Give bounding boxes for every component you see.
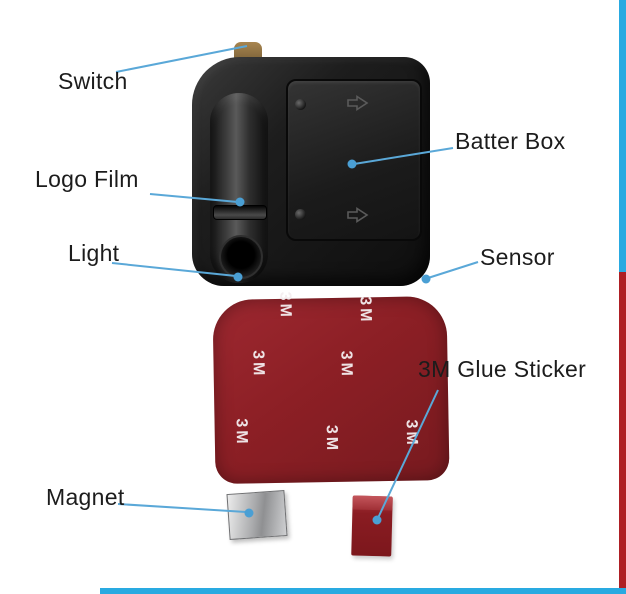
3m-brand-mark: 3M xyxy=(337,350,355,379)
right-arrow-icon xyxy=(347,95,369,111)
label-sensor: Sensor xyxy=(480,244,555,270)
collage-edge-right-blue xyxy=(619,0,626,272)
magnet-block xyxy=(226,490,288,540)
3m-brand-mark: 3M xyxy=(402,419,421,448)
3m-brand-mark: 3M xyxy=(276,291,294,321)
logo-film-slot xyxy=(213,205,267,220)
battery-box-door xyxy=(286,79,422,241)
label-glue-sticker: 3M Glue Sticker xyxy=(418,356,587,382)
projector-lens xyxy=(210,93,268,283)
collage-edge-bottom-blue xyxy=(100,588,626,594)
label-batter-box: Batter Box xyxy=(455,128,566,154)
screw-icon xyxy=(295,209,306,220)
screw-icon xyxy=(295,99,306,110)
3m-brand-mark: 3M xyxy=(356,296,374,325)
label-switch: Switch xyxy=(58,68,128,94)
glue-sticker-sheet: 3M 3M 3M 3M 3M 3M 3M xyxy=(212,292,450,485)
label-logo-film: Logo Film xyxy=(35,166,139,192)
light-aperture xyxy=(219,235,263,279)
collage-edge-right-red xyxy=(619,272,626,594)
label-magnet: Magnet xyxy=(46,484,125,510)
callout-line-sensor xyxy=(427,261,479,279)
small-glue-sticker xyxy=(351,495,393,557)
sticker-tape-edge xyxy=(352,495,393,511)
3m-brand-mark: 3M xyxy=(322,424,341,454)
right-arrow-icon xyxy=(347,207,369,223)
3m-brand-mark: 3M xyxy=(249,350,267,379)
3m-brand-mark: 3M xyxy=(232,418,251,447)
projector-device-body xyxy=(192,57,430,286)
callout-dot-sensor xyxy=(421,274,431,284)
label-light: Light xyxy=(68,240,120,266)
